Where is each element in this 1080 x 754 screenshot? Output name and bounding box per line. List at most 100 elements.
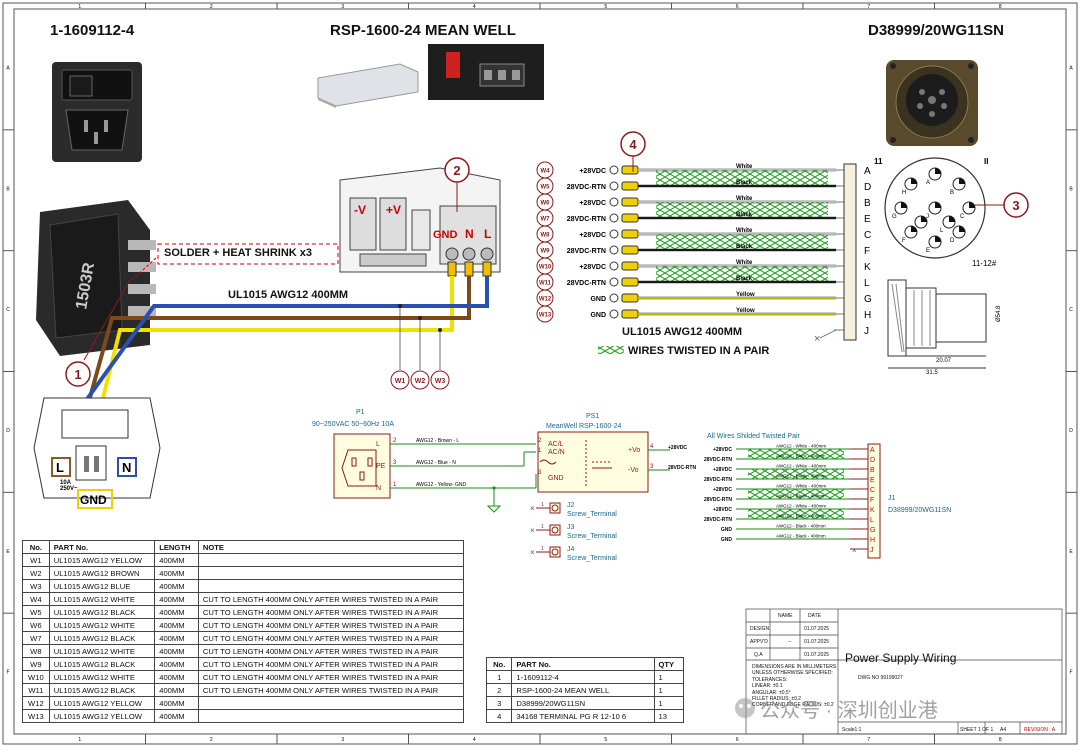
svg-text:×: ×: [852, 546, 857, 555]
wire-table-cell: 400MM: [154, 553, 199, 567]
wire-table-cell: W3: [22, 579, 50, 593]
pin-face-contact: L: [940, 215, 956, 234]
harness-wire-color: Yellow: [736, 308, 755, 314]
tb-apprd: APPV'D: [750, 639, 768, 645]
col-mark-bottom: 7: [867, 737, 870, 743]
pin-face-contact: J: [926, 201, 942, 220]
harness-signal: +28VDC: [579, 264, 606, 271]
tb-h-date: DATE: [808, 613, 821, 619]
pin-face-letter: K: [912, 228, 916, 234]
j1-wire-label: AWG12 - Black - 400mm: [776, 474, 826, 479]
wire-table-cell: W7: [22, 631, 50, 645]
harness-signal: GND: [590, 312, 606, 319]
parts-table-cell: 1: [653, 683, 685, 697]
psu-label-negv: -V: [354, 203, 366, 217]
wire-table-cell: 400MM: [154, 696, 199, 710]
ps1-out-num: 3: [650, 464, 654, 470]
harness-tag: W11: [539, 281, 552, 287]
harness-tag: W10: [539, 265, 552, 271]
wire-table-cell: 400MM: [154, 605, 199, 619]
drawing-title: Power Supply Wiring: [845, 651, 957, 665]
twisted-legend: [598, 346, 624, 354]
tb-d1: 01.07.2025: [804, 626, 830, 632]
conn-size: 11-12#: [972, 259, 997, 268]
twisted-pair-mark: [748, 509, 844, 519]
psu-label-l: L: [484, 227, 491, 241]
ps1-out-net: +28VDC: [668, 445, 687, 451]
harness-tag: W8: [541, 233, 551, 239]
j1-pin: D: [870, 457, 875, 464]
inlet-photo-top: [52, 62, 142, 162]
tb-sheet: SHEET 1 OF 1: [960, 727, 994, 733]
wire-table-cell: W8: [22, 644, 50, 658]
ps1-ref: PS1: [586, 413, 599, 420]
svg-text:3: 3: [1012, 198, 1019, 213]
parts-table-cell: 13: [653, 709, 685, 723]
tb-qa: Q.A: [754, 652, 763, 658]
j1-pin: K: [870, 507, 875, 514]
connector-side-view: Ø54.8 20.07 31.5: [887, 279, 1002, 376]
svg-text:×: ×: [530, 548, 535, 557]
ps1-out-num: 4: [650, 444, 654, 450]
j1-net: 28VDC-RTN: [704, 457, 732, 463]
terminal-pin-num: 1: [541, 524, 544, 530]
wire-table-cell: 400MM: [154, 631, 199, 645]
tb-h-name: NAME: [778, 613, 793, 619]
col-mark-top: 3: [341, 4, 344, 10]
inlet-label-n: N: [122, 460, 131, 475]
ps1-out-pin: -Vo: [628, 467, 639, 474]
pin-face-letter: F: [902, 238, 906, 244]
callout-4: 4: [620, 131, 646, 172]
j1-net: +28VDC: [713, 507, 732, 513]
parts-table-cell: 34168 TERMINAL PG R 12-10 6: [511, 709, 655, 723]
dim-2: 20.07: [936, 358, 952, 364]
pin-face-contact: D: [950, 225, 966, 244]
parts-table-cell: 1-1609112-4: [511, 670, 655, 684]
inlet-wiring-view: L N GND 10A 250V~: [33, 397, 161, 509]
j1-net: 28VDC-RTN: [704, 517, 732, 523]
twisted-note: WIRES TWISTED IN A PAIR: [628, 345, 770, 357]
svg-text:2: 2: [453, 163, 460, 178]
pin-face-letter: J: [926, 214, 929, 220]
pin-face-letter: E: [926, 248, 930, 254]
conn-face-11: 11: [874, 157, 883, 166]
twisted-pair-mark: [656, 202, 828, 218]
harness-signal: +28VDC: [579, 232, 606, 239]
pin-face-contact: B: [950, 177, 966, 196]
wire-table-cell: [197, 579, 465, 593]
harness-pin-letter: F: [864, 246, 870, 257]
j1-pin: J: [870, 547, 874, 554]
harness-tag: W7: [541, 217, 551, 223]
col-mark-bottom: 3: [341, 737, 344, 743]
ps1-value: MeanWell RSP-1600-24: [546, 423, 621, 430]
tb-scale: Scale1:1: [842, 727, 862, 733]
harness-pin-letter: D: [864, 182, 871, 193]
wire-table-cell: W5: [22, 605, 50, 619]
pin-face-contact: G: [892, 201, 908, 220]
j1-net: +28VDC: [713, 487, 732, 493]
col-mark-top: 8: [999, 4, 1002, 10]
wire-table-header: NOTE: [197, 540, 465, 554]
j1-net: 28VDC-RTN: [704, 497, 732, 503]
ps1-in-num: 3: [538, 470, 542, 476]
wire-tag-w1: W1: [390, 370, 410, 390]
cable-note-left: UL1015 AWG12 400MM: [228, 289, 349, 301]
wire-table-cell: UL1015 AWG12 BLACK: [48, 657, 156, 671]
pin-face-letter: H: [902, 190, 906, 196]
col-mark-top: 5: [604, 4, 607, 10]
j1-wire-label: AWG12 - Black - 400mm: [776, 454, 826, 459]
harness-signal: GND: [590, 296, 606, 303]
tb-tolerance: DIMENSIONS ARE IN MILLIMETERS UNLESS OTH…: [752, 664, 837, 709]
ps1-in-pin: GND: [548, 475, 564, 482]
pin-face-contact: C: [960, 201, 976, 220]
harness-wire-color: White: [736, 196, 753, 202]
